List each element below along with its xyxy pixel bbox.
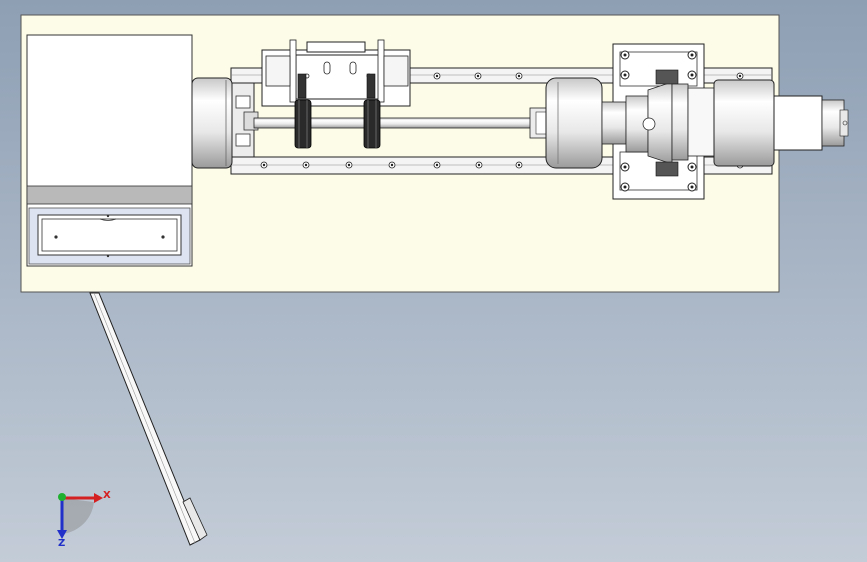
right-end-block xyxy=(529,107,549,139)
spindle-motor xyxy=(545,77,603,169)
carriage xyxy=(261,39,411,107)
rail-bolt-center xyxy=(517,163,521,167)
timing-pulley-right xyxy=(363,99,381,149)
rail-bolt-center xyxy=(435,163,439,167)
z-axis-label: Z xyxy=(58,538,65,549)
rail-bolt-center xyxy=(304,163,308,167)
rail-bolt-center xyxy=(517,74,521,78)
access-panel xyxy=(37,214,182,258)
coordinate-triad: X Z xyxy=(57,490,111,549)
rail-bolt-center xyxy=(435,74,439,78)
rail-bolt-center xyxy=(476,74,480,78)
rail-bolt-center xyxy=(390,163,394,167)
x-axis-label: X xyxy=(103,490,111,501)
rail-bolt-center xyxy=(347,163,351,167)
bracket-bolts xyxy=(620,50,697,192)
control-box xyxy=(26,34,193,267)
timing-pulley-left xyxy=(294,99,312,149)
rail-bolt-center xyxy=(477,163,481,167)
coupling xyxy=(601,69,717,177)
guide-rod xyxy=(89,292,208,546)
left-motor xyxy=(191,77,233,169)
spindle-body xyxy=(713,79,849,167)
rail-bolt-center xyxy=(738,74,742,78)
rail-bolt-center xyxy=(262,163,266,167)
y-axis-icon xyxy=(58,493,66,501)
